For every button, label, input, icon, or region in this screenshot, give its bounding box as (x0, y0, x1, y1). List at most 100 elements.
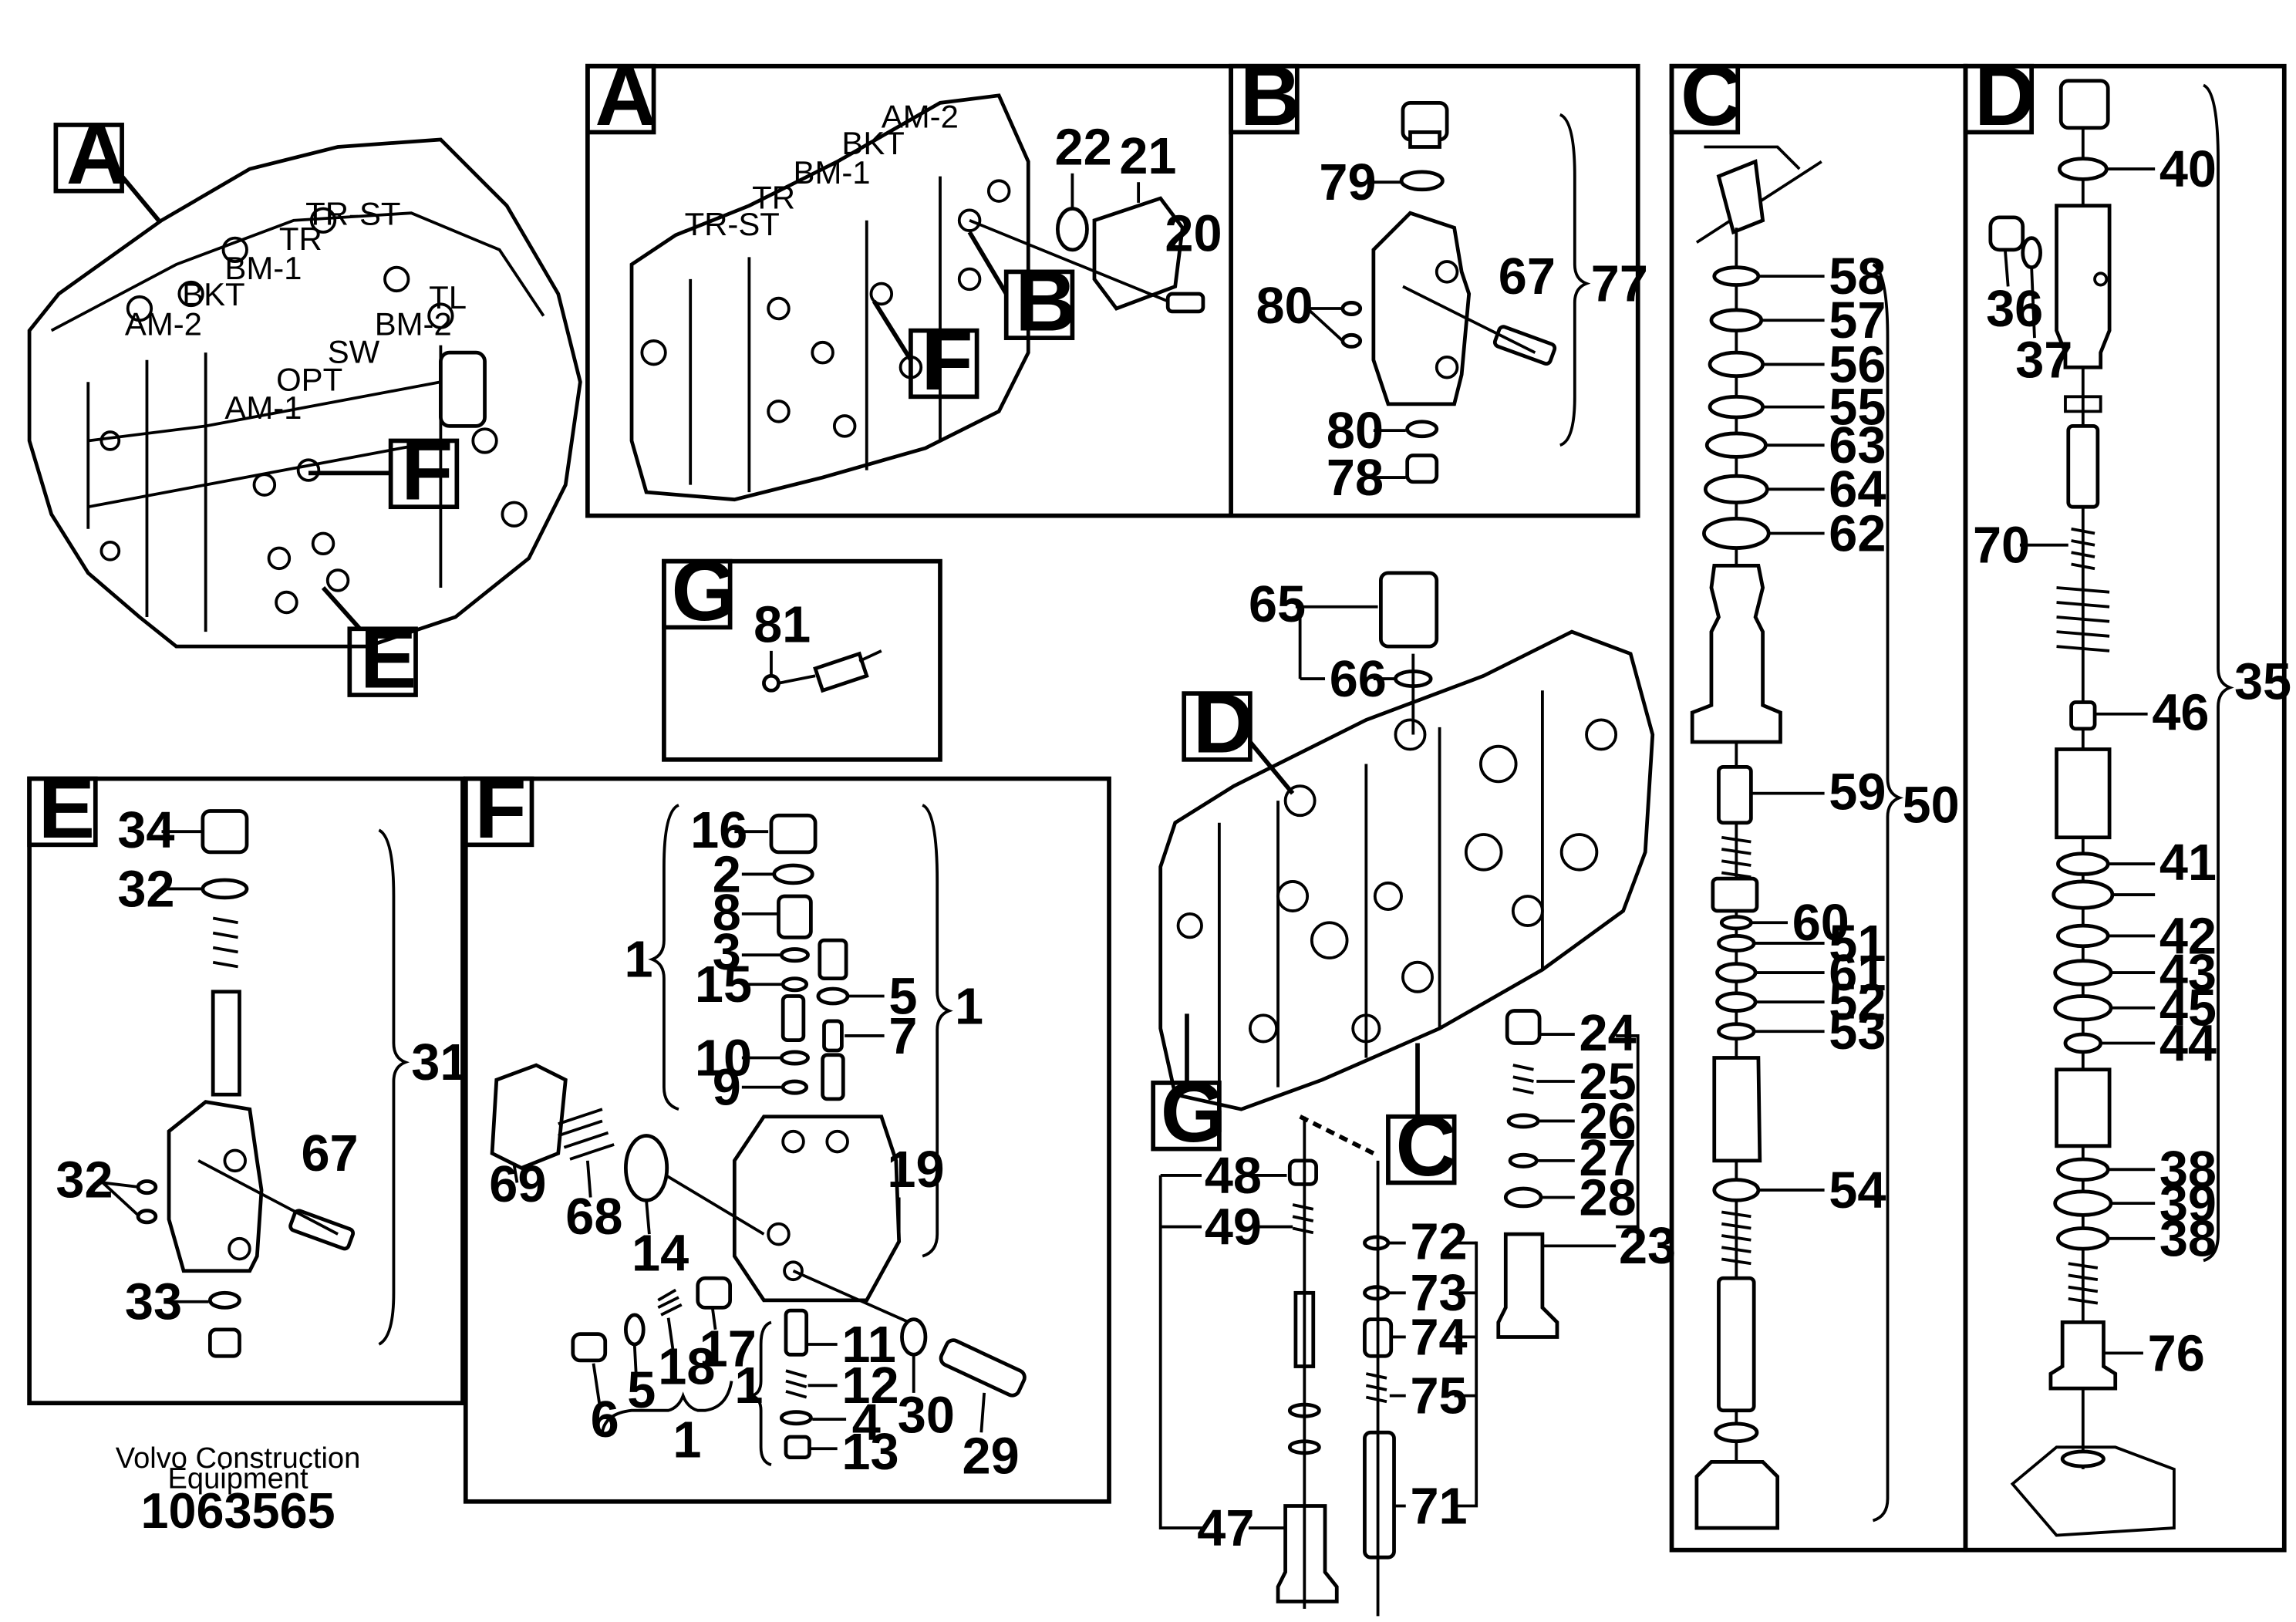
part-62: 62 (1829, 505, 1886, 562)
panel-a-b-frame (585, 63, 1640, 518)
part-65: 65 (1249, 576, 1306, 633)
company-name-line2: Equipment (168, 1463, 308, 1496)
part-24: 24 (1580, 1005, 1637, 1062)
overview-assembly (27, 137, 582, 649)
footer: Volvo Construction Equipment 1063565 (116, 1442, 360, 1539)
port-label-sw: SW (328, 334, 380, 370)
center-callout-d: D (1193, 676, 1255, 771)
part-1-bottom: 1 (673, 1412, 701, 1469)
part-7: 7 (888, 1008, 917, 1065)
port-label-opt: OPT (276, 362, 342, 398)
part-58: 58 (1829, 248, 1886, 305)
panel-d: D 40 36 37 70 35 (1963, 49, 2291, 1553)
part-51: 51 (1829, 916, 1886, 973)
drawing-number: 1063565 (141, 1482, 335, 1539)
part-46: 46 (2152, 685, 2209, 742)
panel-f-label: F (474, 761, 526, 856)
part-56: 56 (1829, 336, 1886, 393)
part-17: 17 (700, 1321, 757, 1378)
overview-port-labels: TR-ST TR BM-1 BKT AM-2 TL BM-2 SW OPT AM… (125, 195, 467, 425)
overview-callouts: A F E (53, 107, 460, 706)
part-52: 52 (1829, 974, 1886, 1031)
part-5: 5 (888, 968, 917, 1025)
port-label-am1: AM-1 (224, 389, 302, 426)
part-29: 29 (963, 1428, 1020, 1485)
part-50: 50 (1903, 777, 1960, 835)
panel-a-port-bm1: BM-1 (794, 154, 871, 191)
part-1-right: 1 (955, 979, 983, 1036)
part-38b: 38 (2159, 1211, 2217, 1268)
part-19: 19 (887, 1141, 944, 1199)
company-name-line1: Volvo Construction (116, 1442, 360, 1475)
panel-c-label: C (1681, 49, 1742, 143)
part-81: 81 (754, 596, 811, 653)
part-40: 40 (2159, 141, 2217, 198)
part-57: 57 (1829, 292, 1886, 349)
part-59: 59 (1829, 764, 1886, 821)
part-25: 25 (1580, 1054, 1637, 1111)
part-21: 21 (1119, 128, 1176, 185)
panel-e-label: E (39, 761, 96, 856)
part-6: 6 (591, 1391, 619, 1448)
part-63: 63 (1829, 417, 1886, 474)
part-18: 18 (658, 1338, 715, 1395)
part-3: 3 (713, 924, 741, 981)
part-76: 76 (2148, 1325, 2205, 1382)
part-42: 42 (2159, 908, 2217, 965)
part-2: 2 (713, 846, 741, 903)
panel-g-label: G (671, 544, 737, 639)
part-11: 11 (841, 1317, 895, 1374)
part-64: 64 (1829, 461, 1886, 518)
part-13: 13 (841, 1424, 899, 1481)
part-41: 41 (2159, 835, 2217, 892)
part-26: 26 (1580, 1093, 1637, 1150)
panel-e: E 34 32 31 67 32 33 (27, 761, 468, 1406)
port-label-bkt: BKT (182, 276, 244, 312)
part-47: 47 (1197, 1500, 1254, 1557)
part-71: 71 (1410, 1478, 1467, 1535)
panel-f: F 16 (463, 761, 1111, 1504)
part-14: 14 (632, 1226, 689, 1283)
center-callout-g: G (1161, 1065, 1227, 1160)
part-1-lower: 1 (734, 1357, 763, 1415)
part-55: 55 (1829, 379, 1886, 437)
part-45: 45 (2159, 980, 2217, 1037)
callout-e: E (360, 611, 417, 706)
part-8: 8 (713, 885, 741, 942)
part-39: 39 (2159, 1175, 2217, 1233)
part-12: 12 (841, 1357, 899, 1415)
panel-d-label: D (1974, 49, 2036, 143)
part-31: 31 (411, 1034, 468, 1091)
part-61: 61 (1829, 945, 1886, 1002)
part-67: 67 (1499, 248, 1556, 305)
part-30: 30 (898, 1387, 955, 1444)
part-53: 53 (1829, 1003, 1886, 1061)
part-1-left: 1 (624, 932, 652, 989)
panel-a: A AM-2 BKT BM-1 TR TR-ST B F 22 21 20 (585, 49, 1222, 502)
callout-a: A (66, 107, 128, 202)
part-23: 23 (1619, 1218, 1676, 1275)
part-68: 68 (565, 1189, 622, 1246)
part-69: 69 (489, 1156, 546, 1213)
panel-a-port-am2: AM-2 (882, 99, 959, 135)
part-27: 27 (1580, 1130, 1637, 1187)
panel-b: B 79 80 67 77 80 78 (1229, 49, 1648, 507)
port-label-tr: TR (279, 221, 322, 257)
port-label-am2: AM-2 (125, 305, 202, 342)
port-label-bm1: BM-1 (224, 250, 302, 286)
part-54: 54 (1829, 1162, 1886, 1219)
part-28: 28 (1580, 1169, 1637, 1226)
part-20: 20 (1165, 206, 1222, 263)
part-80: 80 (1256, 278, 1313, 335)
part-77: 77 (1591, 255, 1648, 312)
part-37: 37 (2015, 332, 2072, 389)
part-43: 43 (2159, 945, 2217, 1002)
callout-f: F (401, 423, 453, 518)
part-9: 9 (713, 1059, 741, 1116)
center-assembly: D G C 65 66 24 25 26 27 28 23 48 49 (1151, 571, 1676, 1617)
part-38: 38 (2159, 1141, 2217, 1199)
center-callout-c: C (1395, 1099, 1457, 1194)
part-22: 22 (1055, 119, 1112, 176)
panel-a-label: A (595, 49, 656, 143)
